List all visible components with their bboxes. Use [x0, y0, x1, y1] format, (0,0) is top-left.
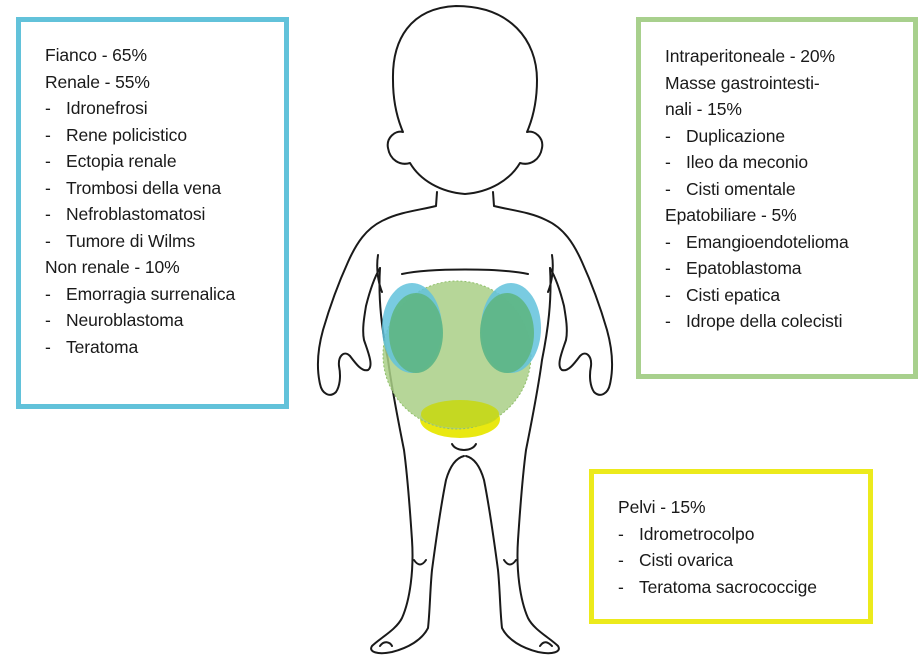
list-item: -Duplicazione [665, 123, 849, 150]
list-item: -Epatoblastoma [665, 255, 849, 282]
pelvis-content: Pelvi - 15% -Idrometrocolpo -Cisti ovari… [618, 494, 817, 600]
head-outline [388, 6, 543, 194]
left-flank-overlap [389, 293, 443, 373]
list-item: -Emangioendotelioma [665, 229, 849, 256]
pelvis-heading: Pelvi - 15% [618, 494, 817, 521]
list-item: -Emorragia surrenalica [45, 281, 235, 308]
flank-content: Fianco - 65% Renale - 55% -Idronefrosi -… [45, 42, 235, 360]
list-item: -Ileo da meconio [665, 149, 849, 176]
pelvis-list: -Idrometrocolpo -Cisti ovarica -Teratoma… [618, 521, 817, 601]
list-item: -Teratoma [45, 334, 235, 361]
list-item: -Trombosi della vena [45, 175, 235, 202]
non-renal-list: -Emorragia surrenalica -Neuroblastoma -T… [45, 281, 235, 361]
renal-heading: Renale - 55% [45, 69, 235, 96]
list-item: -Idrometrocolpo [618, 521, 817, 548]
flank-box: Fianco - 65% Renale - 55% -Idronefrosi -… [16, 17, 289, 409]
intraperitoneal-box: Intraperitoneale - 20% Masse gastrointes… [636, 17, 918, 379]
renal-list: -Idronefrosi -Rene policistico -Ectopia … [45, 95, 235, 254]
list-item: -Idrope della colecisti [665, 308, 849, 335]
right-flank-overlap [480, 293, 534, 373]
list-item: -Teratoma sacrococcige [618, 574, 817, 601]
list-item: -Cisti omentale [665, 176, 849, 203]
hepatobiliary-list: -Emangioendotelioma -Epatoblastoma -Cist… [665, 229, 849, 335]
list-item: -Tumore di Wilms [45, 228, 235, 255]
gi-heading-line1: Masse gastrointesti- [665, 70, 849, 97]
intraperitoneal-content: Intraperitoneale - 20% Masse gastrointes… [665, 43, 849, 335]
list-item: -Cisti ovarica [618, 547, 817, 574]
waist-line [402, 270, 528, 275]
gi-heading-line2: nali - 15% [665, 96, 849, 123]
list-item: -Idronefrosi [45, 95, 235, 122]
list-item: -Rene policistico [45, 122, 235, 149]
flank-heading: Fianco - 65% [45, 42, 235, 69]
list-item: -Nefroblastomatosi [45, 201, 235, 228]
list-item: -Ectopia renale [45, 148, 235, 175]
intraperitoneal-heading: Intraperitoneale - 20% [665, 43, 849, 70]
pelvis-overlap [421, 400, 499, 428]
list-item: -Neuroblastoma [45, 307, 235, 334]
non-renal-heading: Non renale - 10% [45, 254, 235, 281]
hepatobiliary-heading: Epatobiliare - 5% [665, 202, 849, 229]
gi-list: -Duplicazione -Ileo da meconio -Cisti om… [665, 123, 849, 203]
pelvis-box: Pelvi - 15% -Idrometrocolpo -Cisti ovari… [589, 469, 873, 624]
list-item: -Cisti epatica [665, 282, 849, 309]
